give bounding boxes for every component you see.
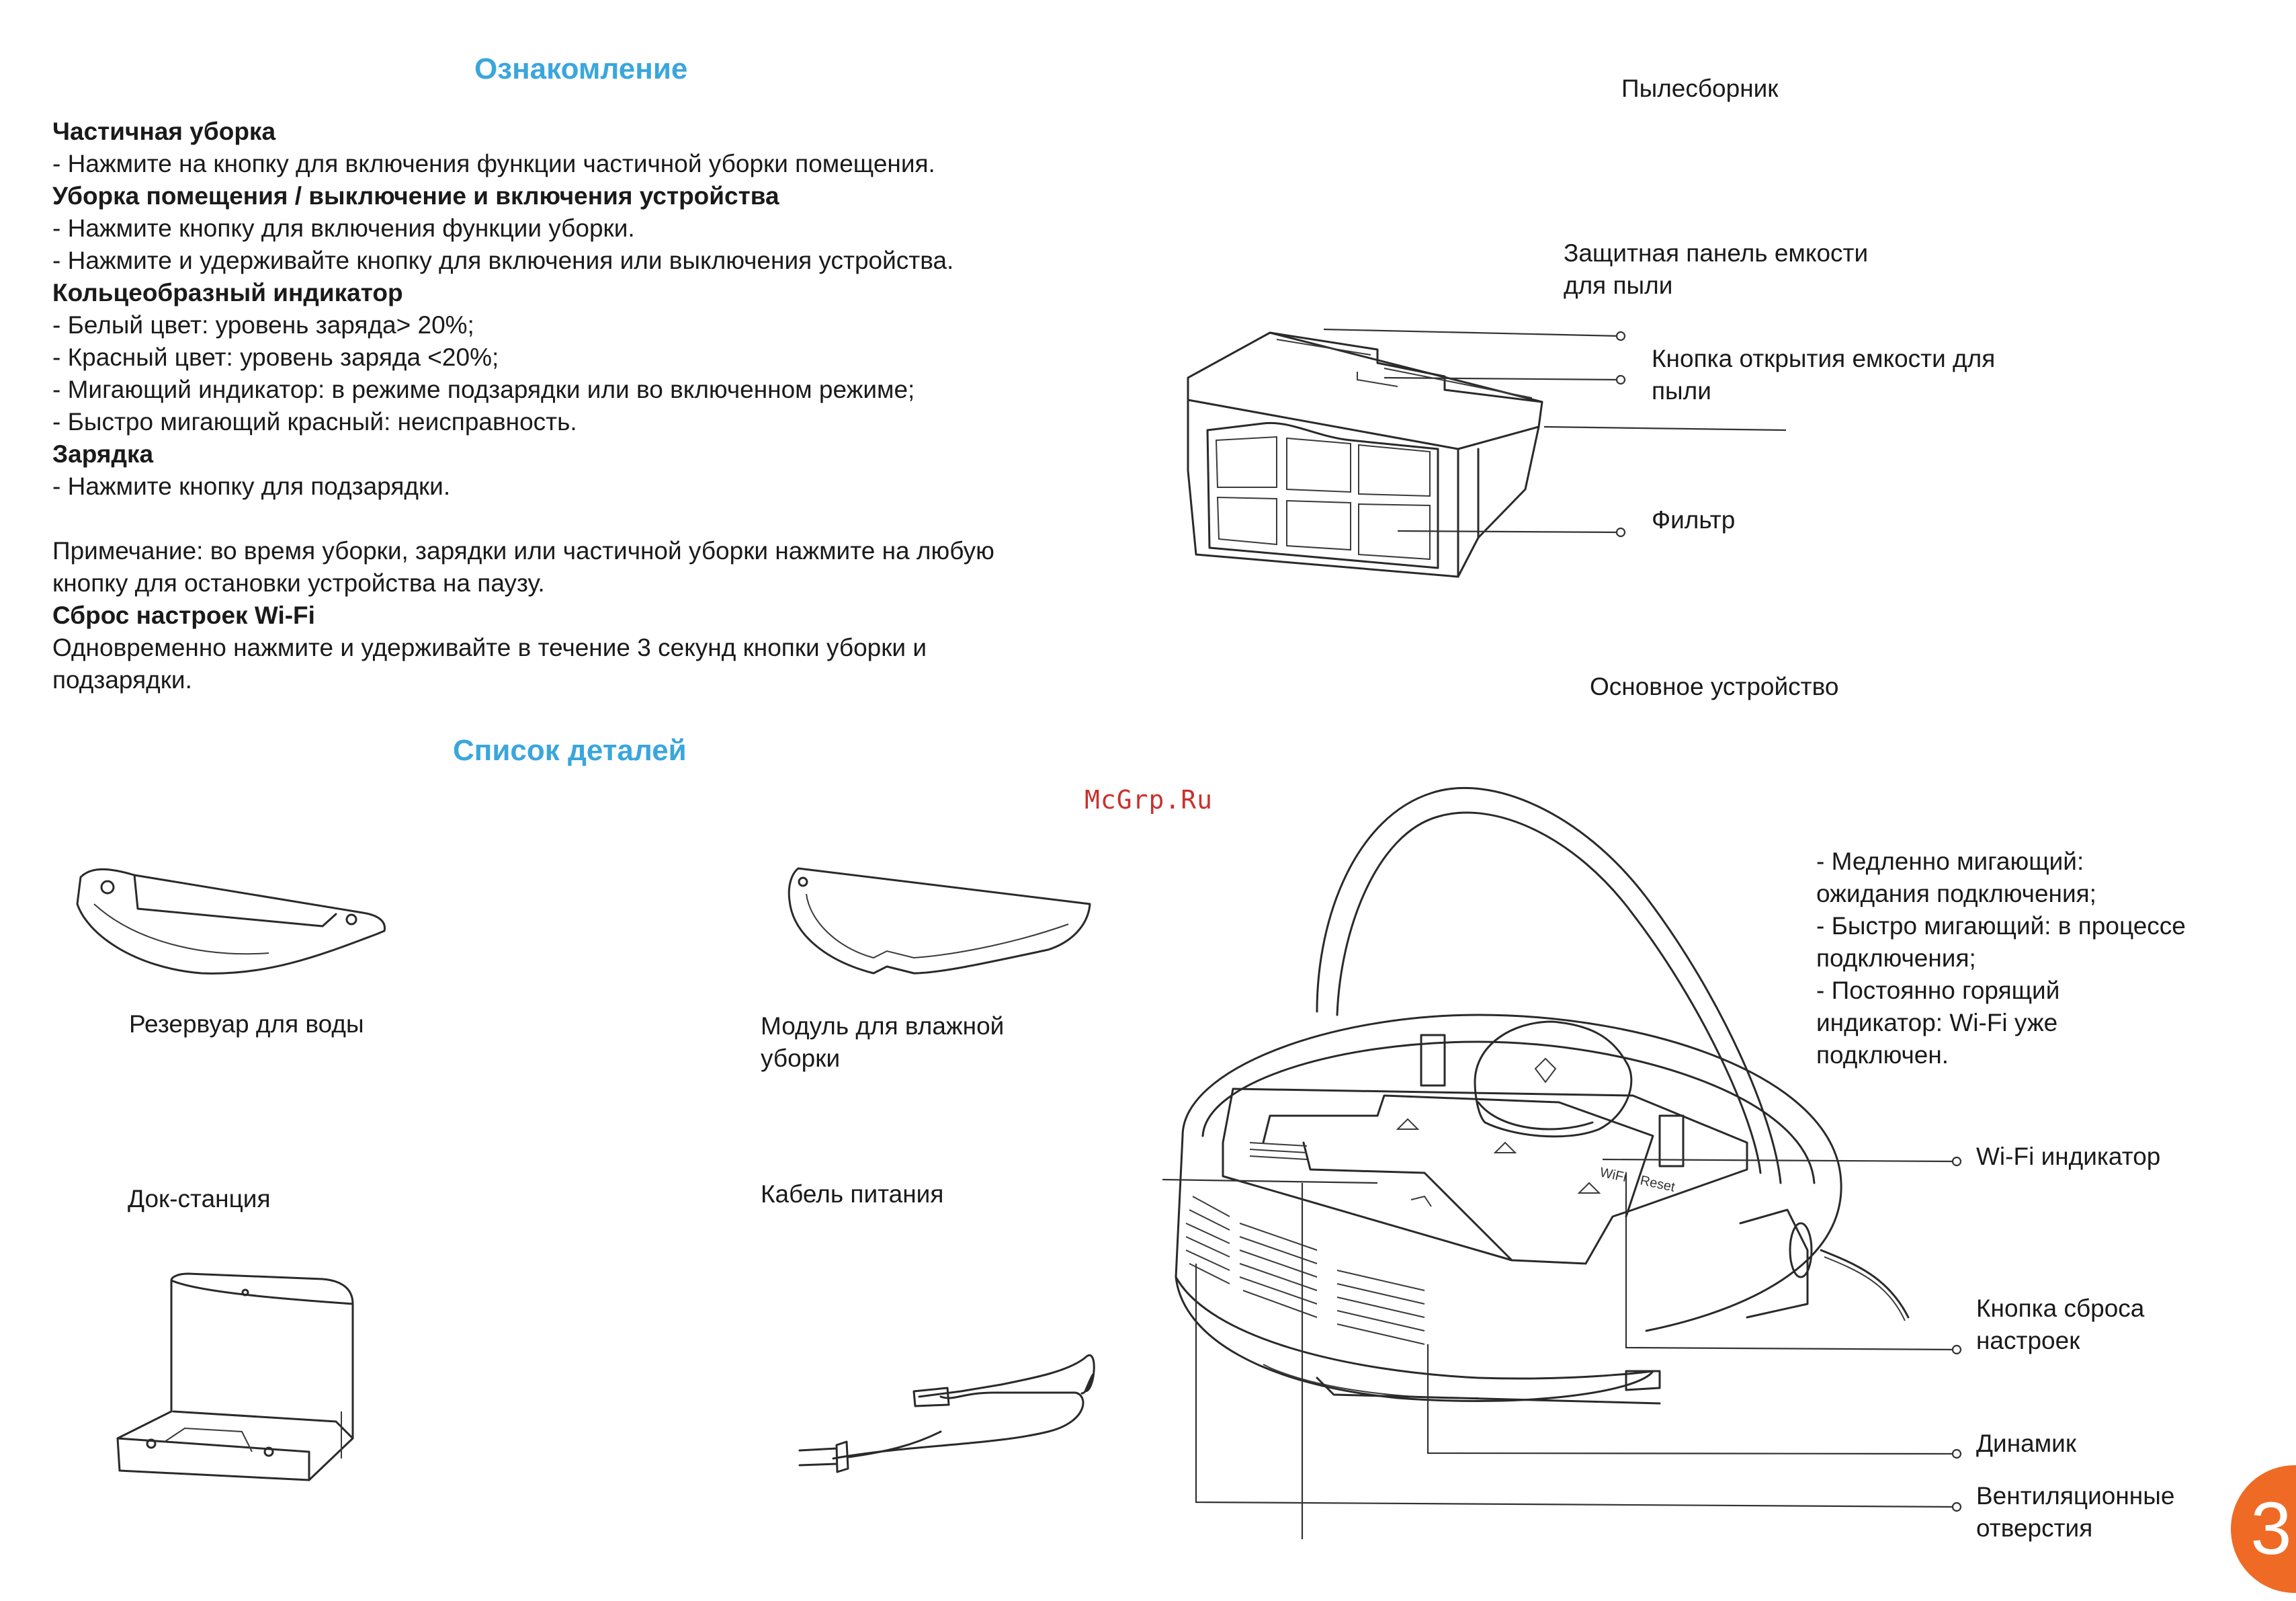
wifi-state-line: индикатор: Wi-Fi уже [1816,1009,2058,1036]
dustbin-title: Пылесборник [1621,75,1779,102]
note-line: кнопку для остановки устройства на паузу… [52,569,545,597]
leader-panel [1323,328,1621,337]
leader-vents [1195,1264,1957,1508]
clean-power-heading: Уборка помещения / выключение и включени… [52,182,779,210]
intro-body: Частичная уборка - Нажмите на кнопку для… [52,116,1141,696]
wifi-panel-label: WiFi [1599,1165,1628,1185]
leader-speaker [1427,1344,1957,1455]
dustbin-panel-label: Защитная панель емкости для пыли [1564,237,1868,302]
mop-module-line: Модуль для влажной [761,1012,1005,1040]
dustbin-image [1187,331,1543,578]
wifi-state-line: - Постоянно горящий [1816,977,2060,1004]
vents-line: Вентиляционные [1976,1482,2175,1510]
ring-line: - Быстро мигающий красный: неисправность… [52,408,577,436]
partial-clean-heading: Частичная уборка [52,118,276,145]
reset-button-line: настроек [1976,1327,2080,1354]
mop-module-image [788,867,1091,975]
mop-module-line: уборки [761,1044,841,1072]
dustbin-filter-label: Фильтр [1652,506,1736,534]
wifi-state-line: - Медленно мигающий: [1816,848,2084,875]
ring-heading: Кольцеобразный индикатор [52,279,403,306]
reset-panel-label: Reset [1639,1173,1676,1194]
open-button-line: Кнопка открытия емкости для [1652,345,1996,372]
ring-line: - Красный цвет: уровень заряда <20%; [52,343,499,371]
page-number: 3 [2250,1487,2292,1570]
wifi-reset-heading: Сброс настроек Wi-Fi [52,602,315,629]
power-cable-label: Кабель питания [761,1180,944,1208]
intro-title: Ознакомление [474,52,688,85]
dustbin-panel-line: для пыли [1564,272,1673,299]
dustbin-open-button-label: Кнопка открытия емкости для пыли [1652,343,1995,407]
water-tank-image [76,868,386,975]
reset-button-label: Кнопка сброса настроек [1976,1292,2144,1357]
note-line: Примечание: во время уборки, зарядки или… [52,537,994,565]
watermark: McGrp.Ru [1085,785,1214,815]
wifi-state-line: - Быстро мигающий: в процессе [1816,912,2186,940]
wifi-reset-line: Одновременно нажмите и удерживайте в теч… [52,634,927,661]
speaker-label: Динамик [1976,1430,2077,1457]
clean-power-line: - Нажмите и удерживайте кнопку для включ… [52,247,954,274]
reset-button-line: Кнопка сброса [1976,1295,2145,1322]
wifi-state-line: подключения; [1816,944,1976,972]
ring-line: - Белый цвет: уровень заряда> 20%; [52,311,474,339]
wifi-reset-line: подзарядки. [52,666,192,694]
leader-unused [1543,425,1787,432]
vents-line: отверстия [1976,1514,2093,1542]
wifi-state-line: ожидания подключения; [1816,880,2096,907]
partial-clean-line: - Нажмите на кнопку для включения функци… [52,150,935,177]
water-tank-label: Резервуар для воды [129,1010,364,1038]
ring-line: - Мигающий индикатор: в режиме подзарядк… [52,376,915,403]
main-unit-title: Основное устройство [1590,673,1839,700]
open-button-line: пыли [1652,377,1711,405]
power-cable-image [798,1354,1095,1473]
dustbin-panel-line: Защитная панель емкости [1564,239,1869,267]
charge-heading: Зарядка [52,440,154,468]
charge-line: - Нажмите кнопку для подзарядки. [52,473,451,500]
wifi-states-text: - Медленно мигающий: ожидания подключени… [1816,846,2186,1071]
leader-open-button [1384,376,1621,381]
clean-power-line: - Нажмите кнопку для включения функции у… [52,214,635,242]
parts-title: Список деталей [453,734,687,767]
leader-filter [1397,530,1621,534]
mop-module-label: Модуль для влажной уборки [761,1010,1004,1075]
dock-label: Док-станция [128,1185,271,1213]
dock-station-image [116,1272,354,1481]
leader-reset-button [1625,1173,1957,1351]
vents-label: Вентиляционные отверстия [1976,1480,2174,1545]
wifi-indicator-label: Wi-Fi индикатор [1976,1143,2161,1170]
main-unit-image [1175,786,1910,1405]
leader-wifi-indicator [1602,1158,1957,1163]
wifi-state-line: подключен. [1816,1041,1949,1069]
leader-body-top [1162,1178,1378,1184]
